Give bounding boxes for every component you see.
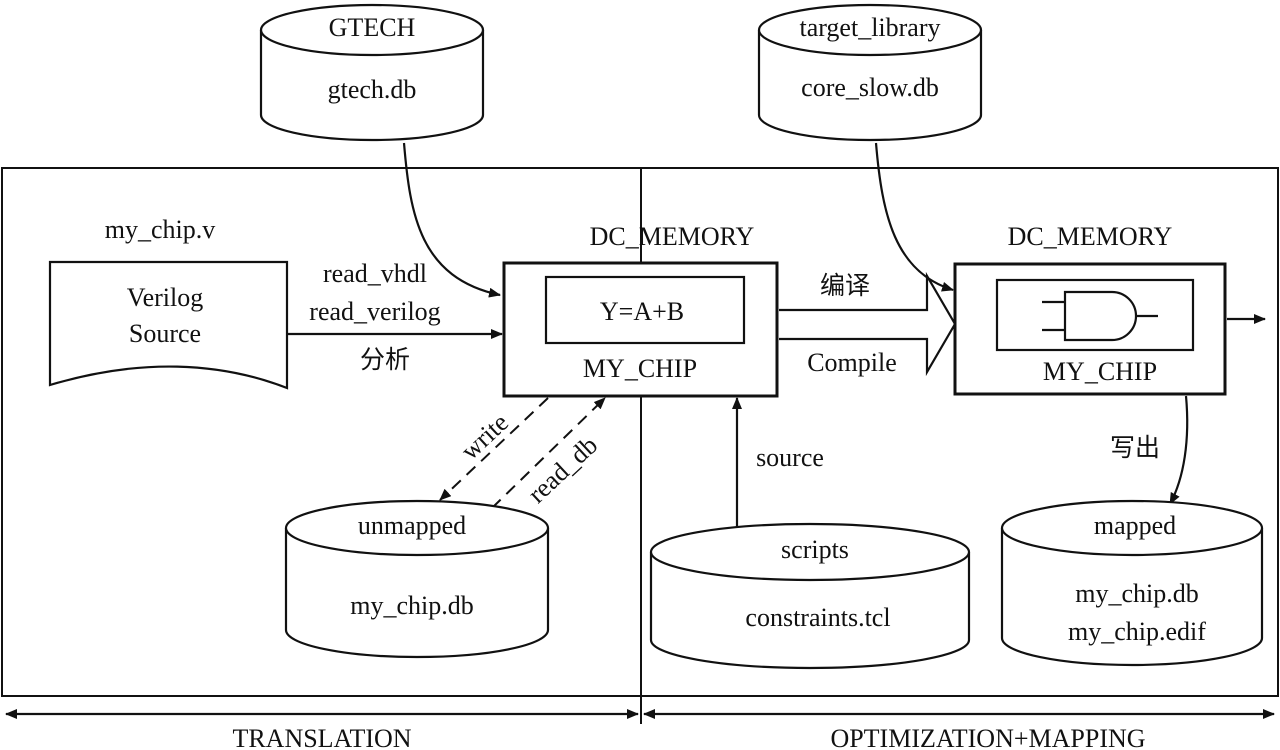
- source-line-2: Source: [129, 319, 201, 348]
- read-verilog-label: read_verilog: [309, 297, 440, 326]
- dc-memory-translation: DC_MEMORY Y=A+B MY_CHIP: [502, 222, 779, 398]
- and-gate-icon: [1042, 290, 1158, 342]
- memory-right-chip: MY_CHIP: [1043, 357, 1157, 386]
- compile-cn-label: 编译: [820, 271, 870, 300]
- library-to-memory-arrow: [874, 142, 954, 292]
- mapped-file-db: my_chip.db: [1075, 579, 1199, 608]
- analyze-label: 分析: [360, 345, 410, 374]
- gtech-file: gtech.db: [328, 75, 417, 104]
- source-line-1: Verilog: [127, 283, 204, 312]
- source-label: source: [756, 443, 824, 472]
- scripts-file: constraints.tcl: [745, 603, 890, 632]
- dc-memory-mapped: DC_MEMORY MY_CHIP: [953, 222, 1227, 396]
- gtech-to-memory-arrow: [402, 142, 501, 298]
- memory-left-equation: Y=A+B: [600, 297, 684, 326]
- read-db-label: read_db: [522, 430, 603, 508]
- verilog-source-document: my_chip.v Verilog Source: [48, 215, 289, 390]
- mapped-title: mapped: [1094, 511, 1176, 540]
- unmapped-file: my_chip.db: [350, 591, 474, 620]
- scripts-database: scripts constraints.tcl: [649, 522, 971, 670]
- unmapped-title: unmapped: [358, 511, 466, 540]
- target-library-file: core_slow.db: [801, 73, 939, 102]
- translation-phase-label: TRANSLATION: [232, 724, 411, 750]
- memory-left-title: DC_MEMORY: [590, 222, 755, 251]
- write-arrow: [439, 397, 549, 501]
- source-filename: my_chip.v: [105, 215, 216, 244]
- target-library-title: target_library: [799, 13, 940, 42]
- target-library-database: target_library core_slow.db: [757, 3, 983, 142]
- unmapped-database: unmapped my_chip.db: [284, 499, 550, 659]
- mapped-database: mapped my_chip.db my_chip.edif: [1000, 499, 1264, 667]
- gtech-title: GTECH: [329, 13, 416, 42]
- memory-right-title: DC_MEMORY: [1008, 222, 1173, 251]
- compile-label: Compile: [807, 348, 897, 377]
- read-db-arrow: [491, 397, 606, 509]
- write-out-arrow: [1169, 395, 1189, 505]
- mapped-file-edif: my_chip.edif: [1068, 617, 1206, 646]
- write-out-label: 写出: [1110, 433, 1160, 462]
- memory-left-chip: MY_CHIP: [583, 354, 697, 383]
- read-vhdl-label: read_vhdl: [323, 259, 427, 288]
- scripts-title: scripts: [781, 535, 849, 564]
- optimization-phase-label: OPTIMIZATION+MAPPING: [830, 724, 1145, 750]
- gtech-database: GTECH gtech.db: [259, 3, 485, 142]
